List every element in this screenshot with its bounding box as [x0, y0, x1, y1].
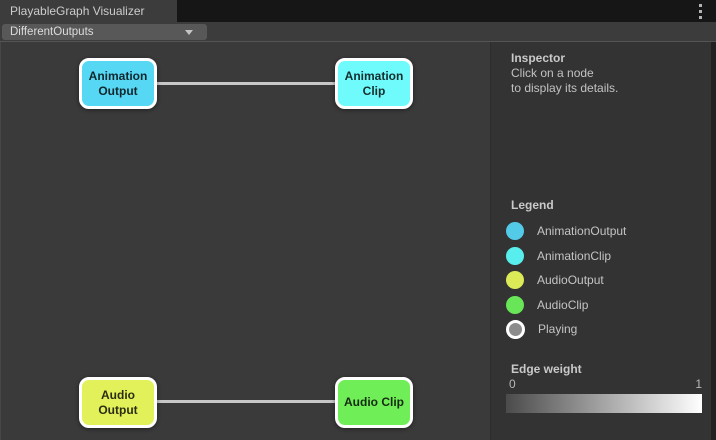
node-label: Audio Clip — [344, 395, 404, 409]
inspector-panel: Inspector Click on a node to display its… — [490, 42, 716, 440]
kebab-menu-icon[interactable] — [699, 4, 703, 19]
audio-output-swatch-icon — [506, 271, 524, 290]
dropdown-arrow-icon — [185, 29, 193, 35]
legend-item-label: AnimationOutput — [537, 224, 627, 239]
panel-right-strip — [711, 42, 716, 440]
audio-clip-swatch-icon — [506, 295, 524, 314]
legend-item-animation-clip: AnimationClip — [506, 244, 626, 269]
tab-playablegraph-visualizer[interactable]: PlayableGraph Visualizer — [0, 0, 177, 22]
legend-title: Legend — [511, 198, 554, 212]
legend-item-label: Playing — [538, 322, 578, 337]
edge-weight-max: 1 — [695, 377, 702, 391]
node-animation-clip[interactable]: Animation Clip — [335, 58, 413, 109]
toolbar: DifferentOutputs — [0, 22, 716, 42]
tab-bar: PlayableGraph Visualizer — [0, 0, 716, 22]
node-label: Animation Clip — [344, 68, 404, 98]
legend-item-audio-output: AudioOutput — [506, 268, 626, 293]
inspector-hint: Click on a node to display its details. — [511, 66, 618, 96]
edge-weight-title: Edge weight — [511, 362, 582, 376]
playing-swatch-icon — [506, 319, 525, 339]
node-label: Animation Output — [88, 68, 148, 98]
inspector-hint-line1: Click on a node — [511, 66, 594, 80]
legend-item-audio-clip: AudioClip — [506, 293, 626, 318]
graph-selector-dropdown[interactable]: DifferentOutputs — [2, 24, 207, 40]
legend-item-label: AnimationClip — [537, 248, 612, 263]
node-audio-clip[interactable]: Audio Clip — [335, 377, 413, 428]
inspector-hint-line2: to display its details. — [511, 81, 619, 95]
animation-output-swatch-icon — [506, 222, 524, 241]
node-animation-output[interactable]: Animation Output — [79, 58, 157, 109]
edge-weight-gradient-bar — [506, 394, 702, 413]
legend-item-playing: Playing — [506, 317, 626, 342]
edge-audio-output-to-clip — [157, 400, 336, 403]
edge-weight-min: 0 — [509, 377, 516, 391]
legend-item-label: AudioOutput — [537, 273, 604, 288]
legend-item-label: AudioClip — [537, 297, 589, 312]
graph-selector-value: DifferentOutputs — [10, 26, 94, 38]
edge-weight-scale: 0 1 — [506, 377, 702, 391]
node-audio-output[interactable]: Audio Output — [79, 377, 157, 428]
edge-animation-output-to-clip — [157, 82, 336, 85]
legend-item-animation-output: AnimationOutput — [506, 219, 626, 244]
legend-list: AnimationOutput AnimationClip AudioOutpu… — [506, 219, 626, 342]
animation-clip-swatch-icon — [506, 246, 524, 265]
graph-canvas[interactable]: Animation Output Animation Clip Audio Ou… — [0, 42, 490, 440]
tab-title: PlayableGraph Visualizer — [10, 4, 145, 18]
inspector-title: Inspector — [511, 51, 566, 65]
node-label: Audio Output — [98, 387, 138, 417]
